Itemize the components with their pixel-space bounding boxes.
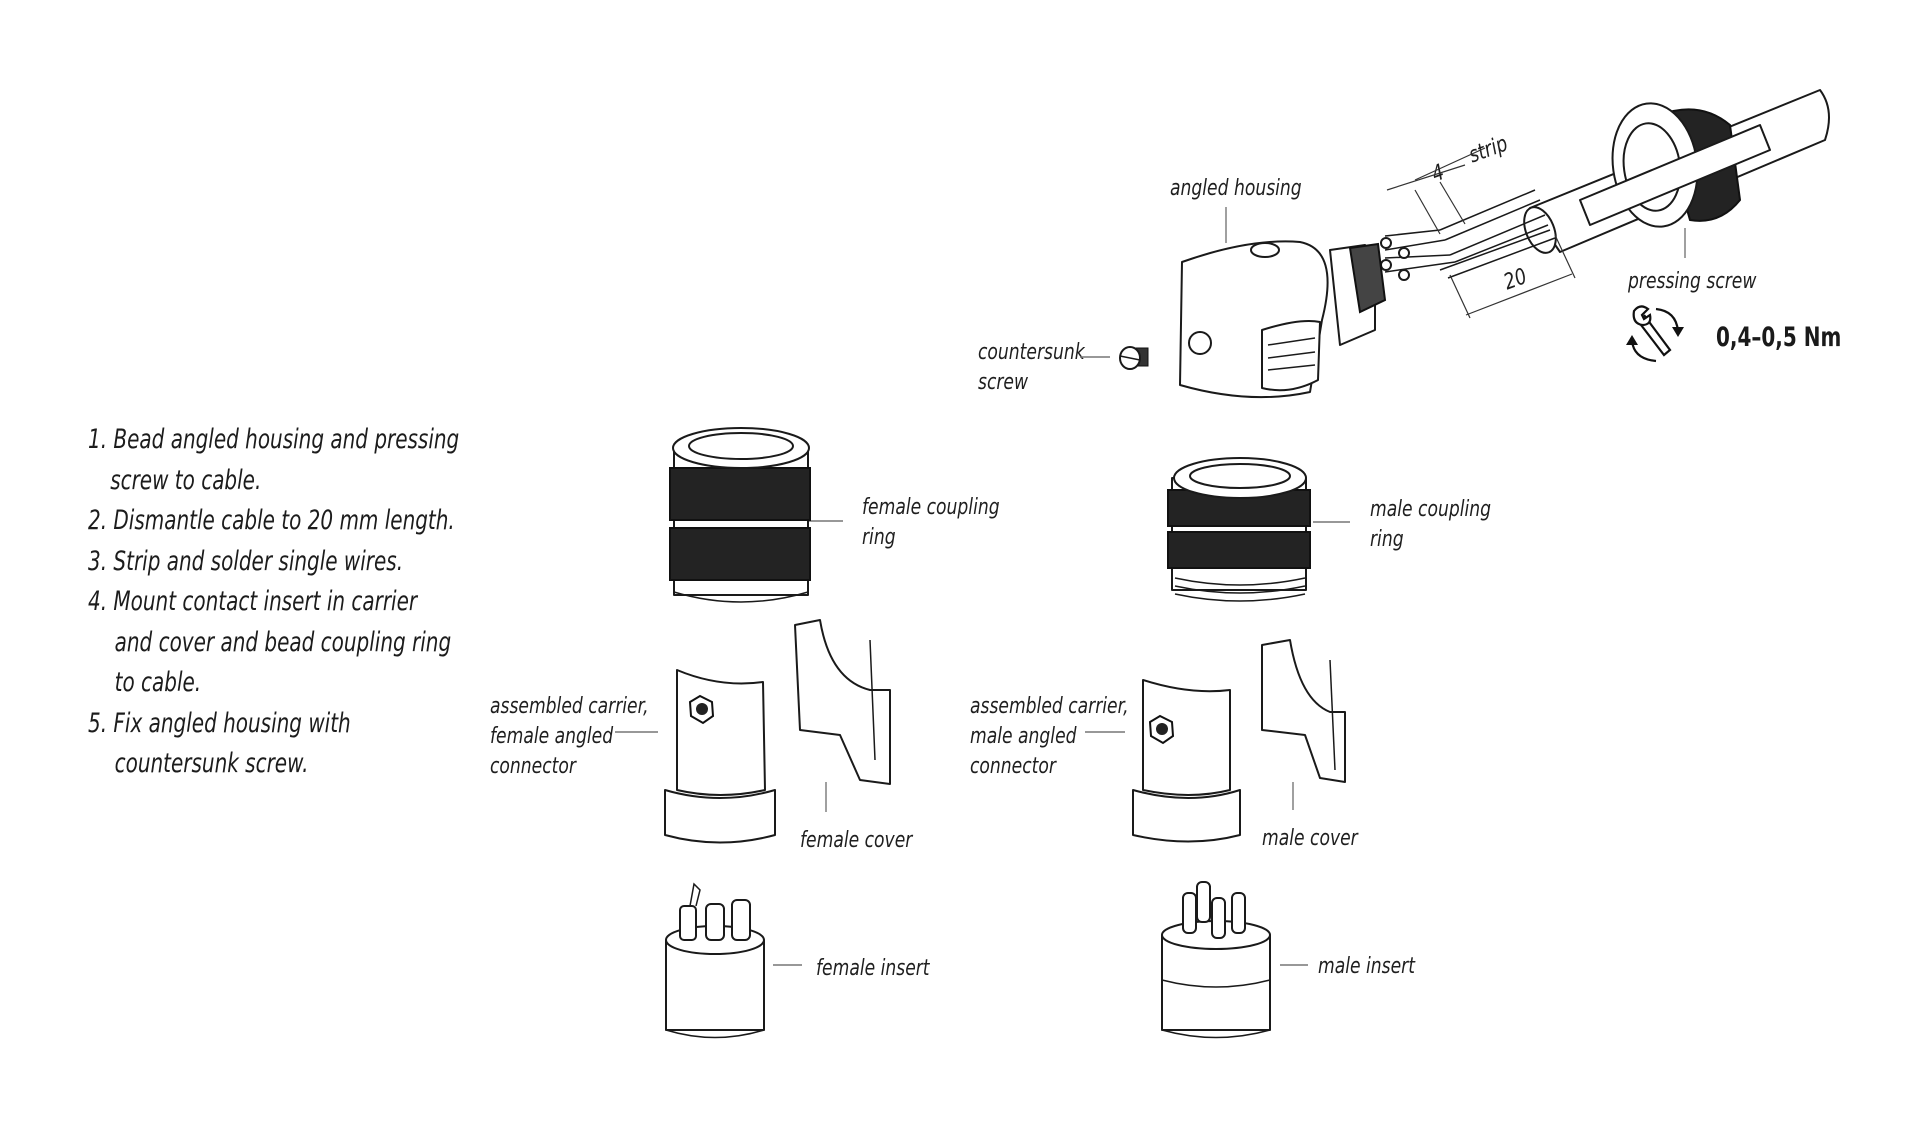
countersunk-screw [1119, 346, 1149, 370]
male-coupling-ring [1167, 457, 1311, 602]
wrench-rotation-icon [1626, 305, 1684, 363]
label-male-insert: male insert [1318, 954, 1415, 979]
step-5-line-2: countersunk screw. [114, 748, 309, 779]
male-cover [1261, 639, 1346, 783]
label-female-coupling-ring-1: female coupling [862, 495, 1000, 520]
label-female-insert: female insert [816, 956, 930, 981]
label-assembled-carrier-male-3: connector [970, 754, 1056, 779]
label-assembled-carrier-female-3: connector [490, 754, 576, 779]
step-1-line-1: 1. Bead angled housing and pressing [88, 424, 460, 455]
step-4-line-1: 4. Mount contact insert in carrier [88, 586, 418, 617]
female-carrier [664, 669, 776, 844]
label-assembled-carrier-male-2: male angled [970, 724, 1077, 749]
female-cover [794, 619, 891, 785]
label-male-coupling-ring-1: male coupling [1370, 497, 1492, 522]
label-angled-housing: angled housing [1170, 176, 1302, 201]
label-male-coupling-ring-2: ring [1370, 527, 1404, 552]
step-2-line-1: 2. Dismantle cable to 20 mm length. [88, 505, 455, 536]
pressing-screw [1579, 102, 1771, 228]
label-assembled-carrier-male-1: assembled carrier, [970, 694, 1129, 719]
step-1-line-2: screw to cable. [110, 464, 262, 496]
label-male-cover: male cover [1262, 826, 1358, 851]
step-3-line-1: 3. Strip and solder single wires. [88, 545, 404, 577]
label-pressing-screw: pressing screw [1628, 269, 1757, 294]
leader-lines [615, 207, 1686, 966]
label-female-coupling-ring-2: ring [862, 525, 896, 550]
step-5-line-1: 5. Fix angled housing with [88, 707, 351, 739]
female-insert [665, 882, 765, 1039]
angled-housing [1179, 240, 1387, 399]
label-countersunk-screw-2: screw [978, 370, 1029, 395]
stripped-wires [1380, 189, 1556, 281]
male-carrier [1132, 679, 1241, 843]
male-insert [1161, 881, 1271, 1039]
dimension-lines [1386, 147, 1576, 319]
label-assembled-carrier-female-2: female angled [490, 724, 614, 749]
torque-value: 0,4–0,5 Nm [1716, 322, 1842, 353]
assembly-instructions: 1. Bead angled housing and pressing scre… [88, 420, 459, 785]
step-4-line-2: and cover and bead coupling ring [114, 626, 452, 658]
female-coupling-ring [669, 427, 811, 603]
step-4-line-3: to cable. [114, 667, 202, 698]
label-assembled-carrier-female-1: assembled carrier, [490, 694, 649, 719]
label-countersunk-screw-1: countersunk [978, 340, 1085, 365]
label-female-cover: female cover [800, 828, 913, 853]
